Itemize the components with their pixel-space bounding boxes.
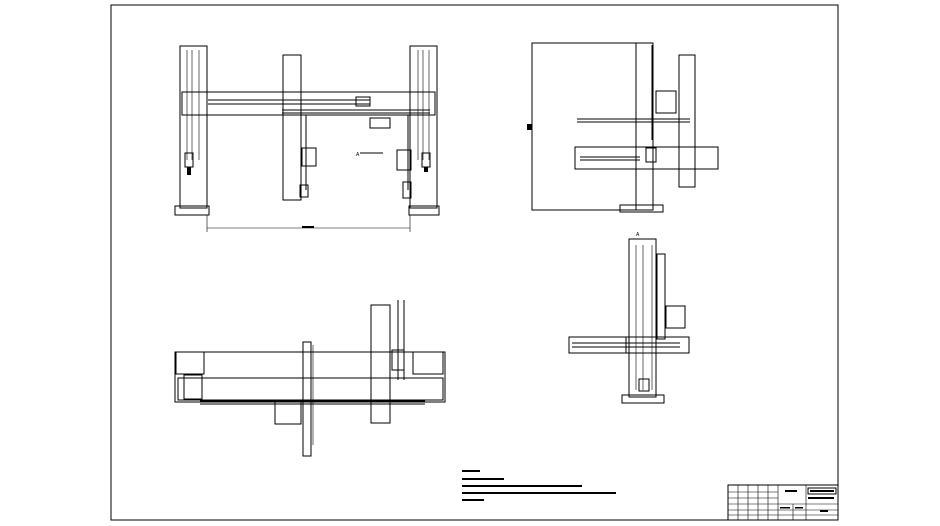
beam-motor [355, 96, 371, 107]
side-column [635, 42, 654, 211]
sheet-border [110, 4, 839, 521]
left-column [179, 45, 208, 209]
side-frame [531, 42, 654, 211]
plan-column [370, 304, 391, 424]
arm-gear [396, 149, 412, 171]
left-base [174, 205, 210, 216]
right-base [408, 205, 440, 216]
cross-beam [181, 91, 436, 116]
detail-column [628, 238, 657, 398]
side-upright [678, 54, 696, 188]
post-gear [301, 147, 317, 167]
plan-view [174, 300, 446, 457]
plan-motor-left [175, 351, 205, 375]
title-block [727, 484, 839, 521]
notes-block [462, 470, 616, 501]
vertical-post [282, 54, 302, 201]
detail-motor [665, 305, 686, 329]
section-label: A [356, 152, 360, 158]
right-column [409, 45, 438, 209]
detail-label: A [636, 232, 640, 238]
front-view: A [174, 45, 440, 232]
side-arm [574, 146, 719, 170]
side-view [527, 42, 719, 213]
plan-motor-right [412, 351, 444, 375]
side-base [619, 204, 664, 213]
detail-view: A [568, 232, 690, 404]
carriage [369, 117, 391, 129]
detail-rail [656, 253, 666, 340]
side-motor [655, 90, 677, 114]
plan-frame [174, 351, 446, 403]
plan-post [302, 341, 312, 457]
detail-base [621, 394, 665, 404]
plan-head [274, 401, 302, 425]
plan-gear-left [183, 374, 203, 400]
